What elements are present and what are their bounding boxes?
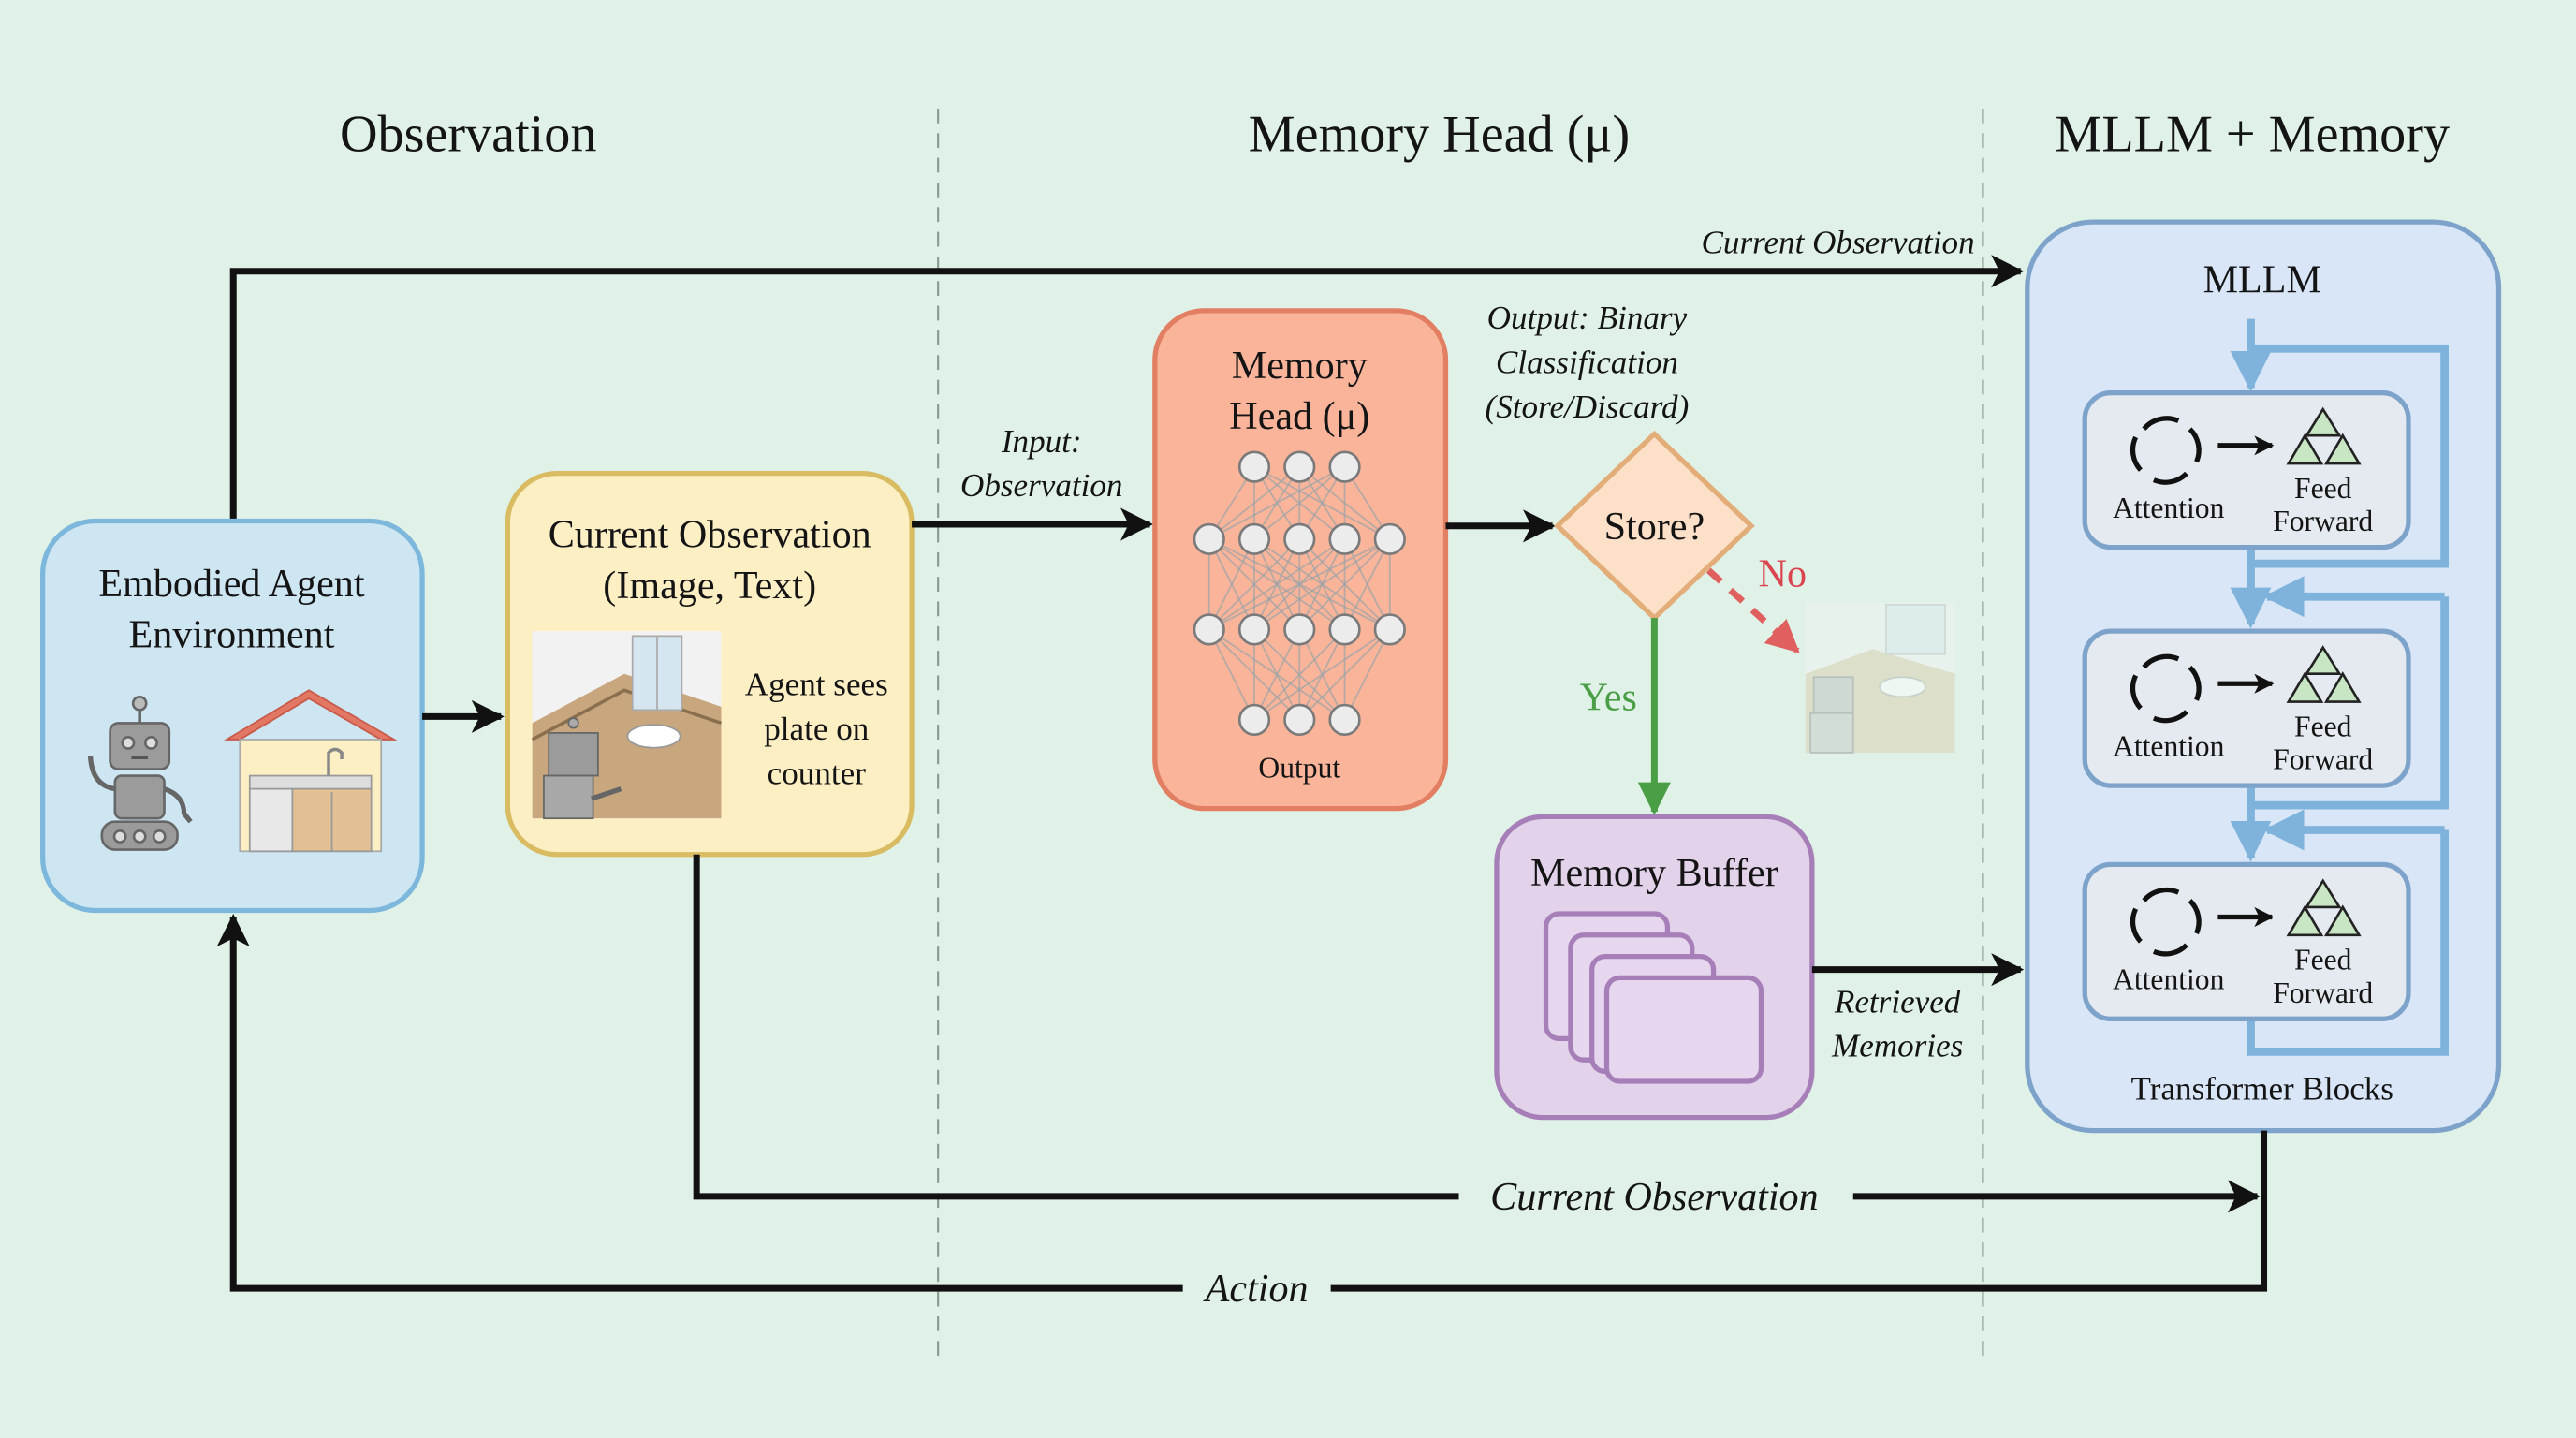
current-observation-title-line2: (Image, Text) — [603, 564, 816, 608]
nn-edge — [1208, 538, 1255, 630]
nn-edge — [1208, 538, 1391, 631]
node-memory-head[interactable]: Memory Head (μ) Output — [1152, 308, 1449, 812]
residual-connection — [2250, 344, 2449, 568]
edge-label-current-observation-bottom: Current Observation — [1490, 1175, 1819, 1219]
nn-edge — [1253, 628, 1301, 721]
memory-head-output-label: Output — [1258, 751, 1340, 784]
nn-node — [1328, 522, 1361, 555]
node-store-decision[interactable]: Store? — [1554, 430, 1755, 622]
edge-label-observation: Observation — [960, 467, 1123, 504]
feed-forward-label-line2: Forward — [2273, 505, 2373, 537]
nn-node — [1373, 522, 1406, 555]
node-environment[interactable]: Embodied Agent Environment — [40, 518, 425, 914]
current-observation-title-line1: Current Observation — [549, 513, 871, 557]
nn-node — [1283, 450, 1316, 483]
nn-edge — [1208, 465, 1345, 540]
house-kitchen-icon — [224, 689, 398, 853]
neural-network-icon — [1193, 450, 1406, 736]
nn-node — [1283, 613, 1316, 646]
edge-label-output-binary: Output: Binary — [1487, 300, 1688, 336]
nn-edge — [1208, 538, 1346, 631]
section-title-memory-head: Memory Head (μ) — [1249, 106, 1630, 164]
nn-node — [1373, 613, 1406, 646]
node-current-observation[interactable]: Current Observation (Image, Text) Agent … — [505, 470, 915, 858]
attention-label: Attention — [2113, 729, 2224, 762]
feed-forward-label-line1: Feed — [2294, 944, 2352, 976]
section-title-mllm-memory: MLLM + Memory — [2055, 106, 2450, 164]
mllm-title: MLLM — [2203, 258, 2321, 302]
edge-label-classification: Classification — [1496, 345, 1678, 381]
nn-node — [1328, 703, 1361, 736]
feed-forward-triangles-icon — [2286, 645, 2362, 703]
attention-cycle-icon — [2130, 887, 2202, 957]
memory-head-title-line2: Head (μ) — [1229, 394, 1369, 438]
nn-node — [1283, 522, 1316, 555]
nn-edge — [1208, 465, 1300, 540]
attention-label: Attention — [2113, 963, 2224, 996]
nn-node — [1237, 703, 1271, 736]
label-no: No — [1759, 552, 1807, 596]
edge-label-current-observation-top: Current Observation — [1702, 224, 1975, 260]
edge-label-store-discard: (Store/Discard) — [1486, 389, 1690, 425]
environment-title-line1: Embodied Agent — [98, 562, 364, 606]
nn-edge — [1343, 538, 1391, 630]
feed-forward-triangles-icon — [2286, 406, 2362, 465]
node-memory-buffer[interactable]: Memory Buffer — [1494, 814, 1815, 1121]
feed-forward-label-line1: Feed — [2294, 710, 2352, 742]
section-title-observation: Observation — [340, 106, 596, 164]
nn-node — [1328, 613, 1361, 646]
residual-connection — [2247, 829, 2449, 1056]
edge-label-memories: Memories — [1831, 1028, 1963, 1064]
observation-caption-line2: plate on — [764, 711, 870, 747]
feed-forward-label-line1: Feed — [2294, 472, 2352, 505]
edge-label-input: Input: — [1001, 423, 1082, 460]
nn-node — [1193, 613, 1225, 646]
nn-node — [1283, 703, 1316, 736]
feed-forward-label-line2: Forward — [2273, 976, 2373, 1009]
label-yes: Yes — [1580, 675, 1637, 719]
memory-stack-icon — [1543, 911, 1764, 1084]
nn-edge — [1253, 628, 1391, 721]
feed-forward-label-line2: Forward — [2273, 743, 2373, 776]
nn-edge — [1208, 538, 1300, 630]
edge-label-action: Action — [1203, 1267, 1309, 1311]
nn-node — [1328, 450, 1361, 483]
edge-no — [1705, 567, 1800, 653]
nn-edge — [1253, 538, 1391, 631]
label-backdrop — [1182, 1262, 1331, 1315]
nn-node — [1237, 613, 1271, 646]
node-mllm[interactable]: MLLM AttentionFeedForwardAttentionFeedFo… — [2025, 219, 2502, 1134]
nn-edge — [1253, 628, 1346, 721]
feed-forward-triangles-icon — [2286, 878, 2362, 937]
nn-node — [1237, 522, 1271, 555]
environment-title-line2: Environment — [129, 613, 335, 657]
edge-label-retrieved: Retrieved — [1834, 983, 1961, 1020]
attention-cycle-icon — [2130, 653, 2202, 724]
discarded-observation-thumbnail — [1805, 603, 1955, 754]
memory-head-title-line1: Memory — [1232, 344, 1368, 388]
attention-cycle-icon — [2130, 416, 2202, 485]
nn-node — [1193, 522, 1225, 555]
nn-edge — [1208, 628, 1255, 721]
transformer-blocks-label: Transformer Blocks — [2131, 1070, 2393, 1107]
observation-caption-line3: counter — [768, 755, 867, 791]
nn-edge — [1343, 628, 1391, 721]
observation-image-thumbnail — [531, 631, 723, 820]
nn-edge — [1298, 628, 1391, 721]
memory-buffer-label: Memory Buffer — [1530, 851, 1778, 895]
decision-label: Store? — [1604, 505, 1705, 549]
nn-node — [1237, 450, 1271, 483]
label-backdrop — [1458, 1169, 1853, 1223]
observation-caption-line1: Agent sees — [745, 667, 888, 703]
nn-edge — [1298, 538, 1391, 630]
nn-edge — [1253, 465, 1346, 540]
edge-current-observation-top — [229, 255, 2025, 520]
attention-label: Attention — [2113, 492, 2224, 524]
robot-icon — [87, 695, 193, 851]
